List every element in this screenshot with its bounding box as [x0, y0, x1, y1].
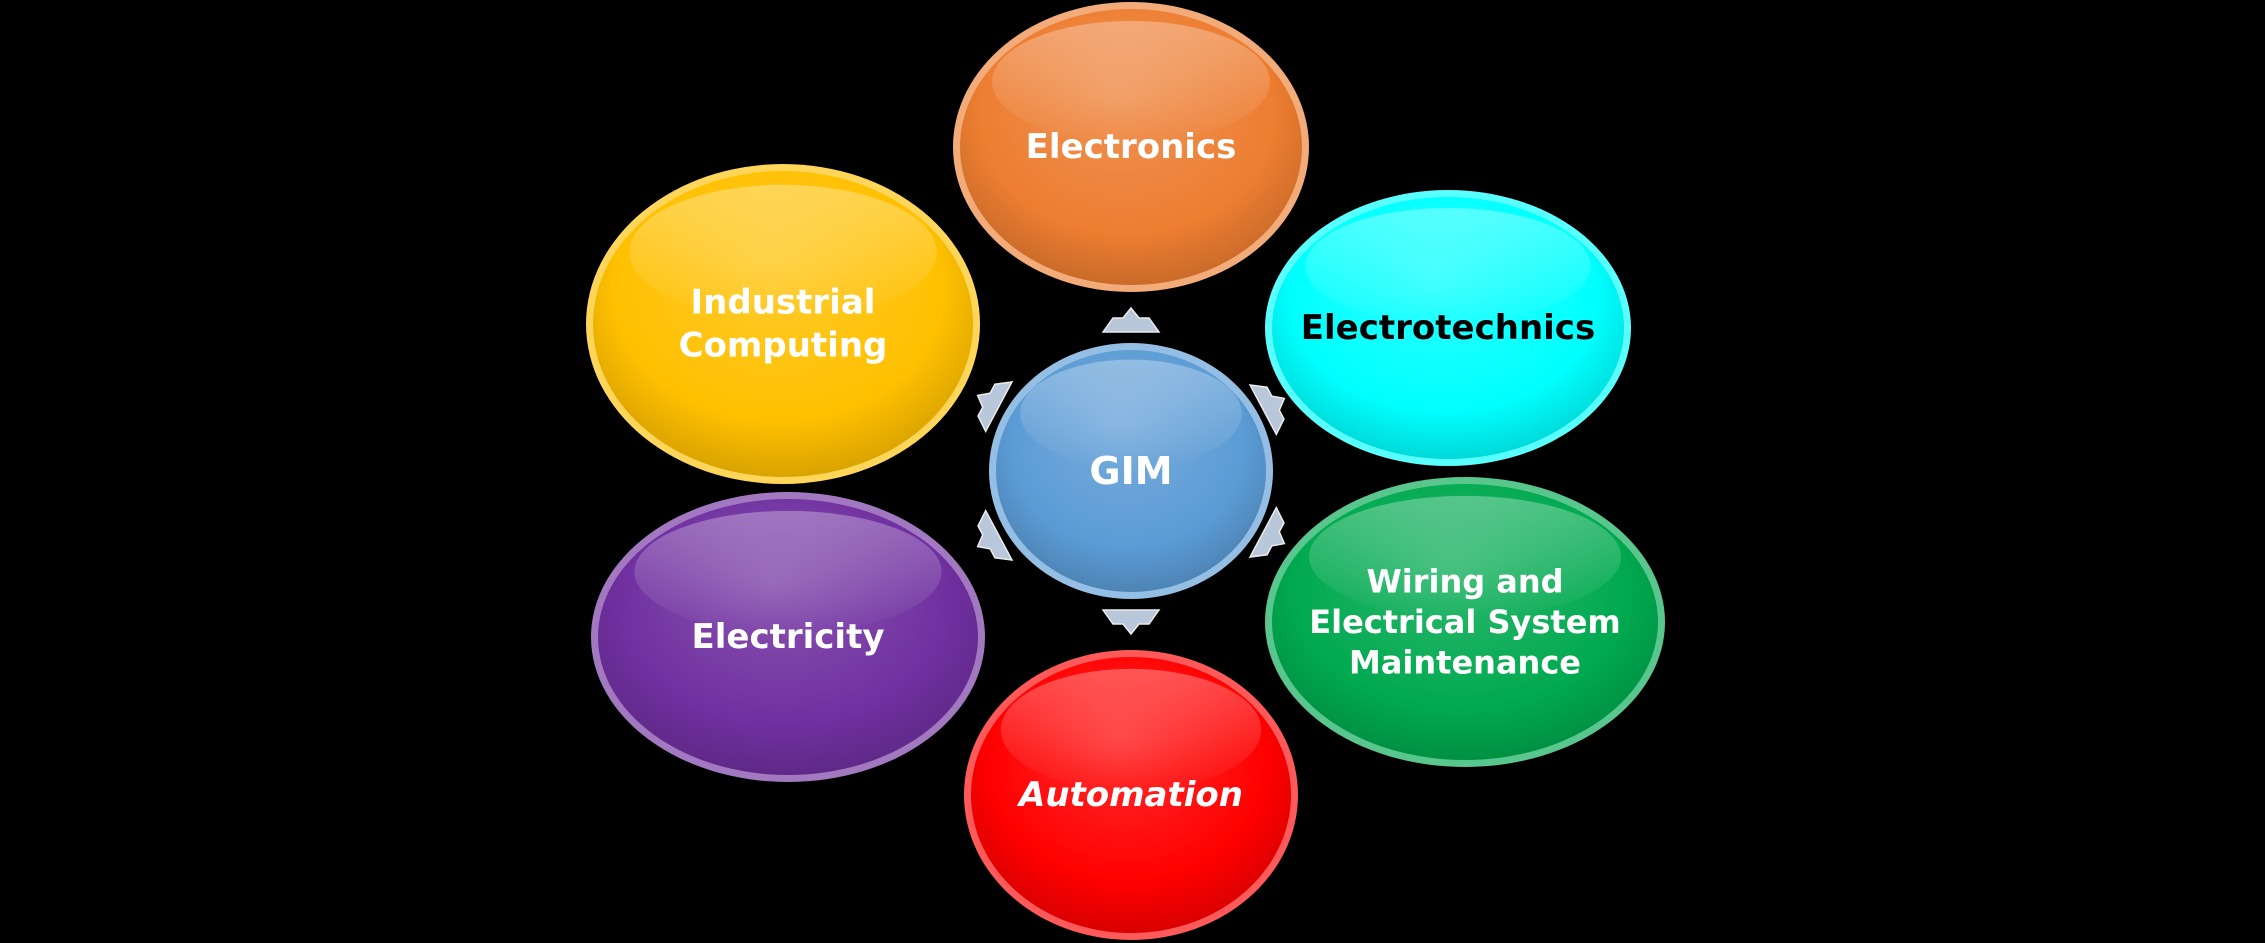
node-automation-gloss [1000, 668, 1262, 791]
node-industrial-computing-gloss [629, 184, 937, 320]
node-electrotechnics: Electrotechnics [1265, 190, 1631, 466]
node-label-line: Industrial [691, 282, 876, 322]
node-label-line: Electrical System [1309, 603, 1621, 641]
cycle-arrow [1101, 609, 1161, 636]
node-label-line: Electronics [1026, 127, 1237, 167]
node-wiring-maintenance-gloss [1309, 495, 1621, 618]
node-electrotechnics-gloss [1305, 207, 1591, 324]
arrow-shape [976, 381, 1014, 434]
center-hub-gloss [1020, 359, 1242, 468]
arrow-shape [1101, 609, 1161, 636]
cycle-arrow [976, 381, 1014, 434]
arrow-shape [1248, 505, 1286, 558]
arrow-shape [1248, 384, 1286, 437]
cycle-arrow [976, 508, 1014, 561]
center-label: GIM [1089, 449, 1172, 493]
node-label-line: Wiring and [1366, 562, 1563, 600]
node-label-line: Electrotechnics [1301, 308, 1595, 348]
center-layer: GIM [989, 343, 1273, 599]
node-label-line: Maintenance [1349, 644, 1581, 682]
node-electronics-gloss [992, 20, 1270, 143]
node-electronics: Electronics [953, 2, 1309, 292]
node-automation: Automation [964, 650, 1298, 940]
center-hub: GIM [989, 343, 1273, 599]
node-label-line: Computing [679, 326, 888, 366]
node-electricity: Electricity [591, 492, 985, 782]
cycle-arrow [1248, 384, 1286, 437]
arrow-shape [976, 508, 1014, 561]
cycle-arrow [1101, 306, 1161, 333]
cycle-arrow [1248, 505, 1286, 558]
node-label-line: Automation [1016, 775, 1243, 815]
arrows-layer [976, 306, 1286, 636]
node-electricity-gloss [634, 510, 942, 633]
arrow-shape [1101, 306, 1161, 333]
node-label-line: Electricity [692, 617, 885, 657]
